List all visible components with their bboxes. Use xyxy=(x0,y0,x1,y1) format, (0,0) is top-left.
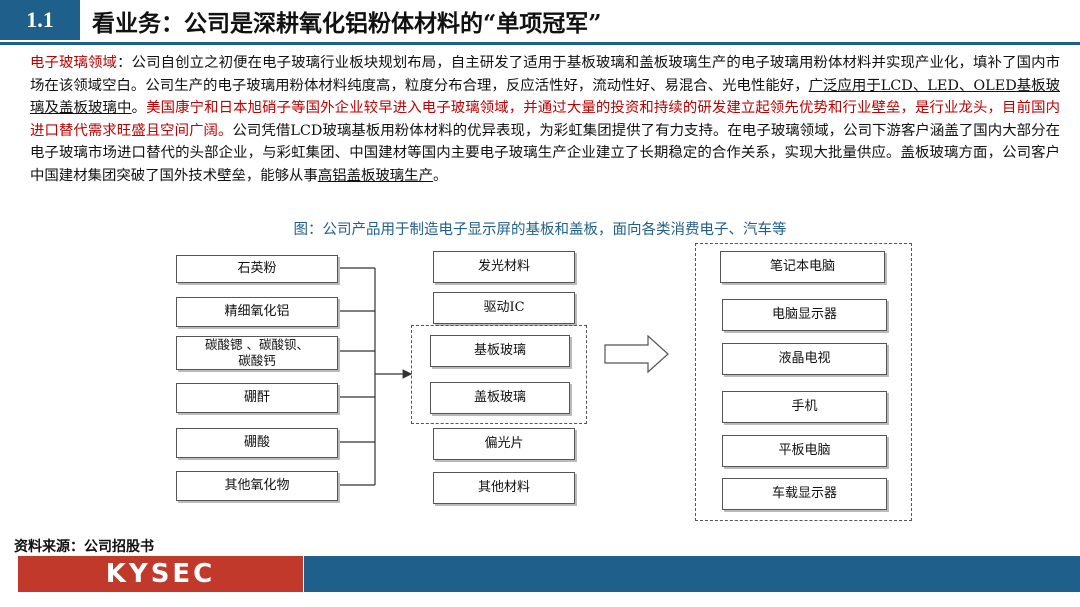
application-label: 液晶电视 xyxy=(778,351,831,366)
header-divider xyxy=(0,42,1080,45)
para-text-2: 。 xyxy=(131,100,147,117)
input-box: 精细氧化铝 xyxy=(176,297,338,327)
application-box: 平板电脑 xyxy=(722,435,887,467)
input-box: 其他氧化物 xyxy=(176,471,338,501)
input-label: 硼酸 xyxy=(243,435,270,450)
flow-arrow xyxy=(604,334,669,374)
input-label: 硼酐 xyxy=(243,390,270,405)
component-label: 盖板玻璃 xyxy=(473,390,526,405)
input-box: 硼酸 xyxy=(176,428,338,458)
application-label: 车载显示器 xyxy=(771,486,837,501)
input-box: 硼酐 xyxy=(176,383,338,413)
page-title: 看业务：公司是深耕氧化铝粉体材料的“单项冠军” xyxy=(92,10,602,37)
para-text-3: 公司凭借LCD玻璃基板用粉体材料的优异表现，为彩虹集团提供了有力支持。在电子玻璃… xyxy=(30,122,1060,184)
component-label: 驱动IC xyxy=(483,300,525,315)
component-box: 驱动IC xyxy=(433,292,575,324)
source-note: 资料来源：公司招股书 xyxy=(14,539,154,555)
component-label: 基板玻璃 xyxy=(473,343,526,358)
glass-group-frame xyxy=(411,325,587,424)
application-label: 手机 xyxy=(791,399,818,414)
para-underline-1: 广泛应用于LCD、LED、OLED基板玻璃及盖板玻璃中 xyxy=(30,77,1060,117)
component-box: 其他材料 xyxy=(433,472,575,504)
substrate-glass-box: 基板玻璃 xyxy=(430,335,570,367)
input-label: 碳酸锶 、碳酸钡、 碳酸钙 xyxy=(205,337,309,368)
cover-glass-box: 盖板玻璃 xyxy=(430,382,570,414)
lead-term: 电子玻璃领域 xyxy=(30,55,118,71)
input-label: 石英粉 xyxy=(237,261,277,276)
para-text-4: 。 xyxy=(432,167,448,184)
application-label: 笔记本电脑 xyxy=(769,259,835,274)
component-box: 发光材料 xyxy=(433,251,575,283)
section-number: 1.1 xyxy=(0,0,80,40)
component-label: 发光材料 xyxy=(477,259,530,274)
component-label: 偏光片 xyxy=(484,436,524,451)
application-box: 车载显示器 xyxy=(722,478,887,510)
input-label: 精细氧化铝 xyxy=(224,304,290,319)
application-box: 液晶电视 xyxy=(722,343,887,375)
application-box: 电脑显示器 xyxy=(722,299,887,331)
application-box: 手机 xyxy=(722,391,887,423)
application-label: 平板电脑 xyxy=(778,443,831,458)
component-label: 其他材料 xyxy=(477,480,530,495)
component-box: 偏光片 xyxy=(433,428,575,460)
kysec-logo: KYSEC xyxy=(18,556,303,592)
para-text-1: ：公司自创立之初便在电子玻璃行业板块规划布局，自主研发了适用于基板玻璃和盖板玻璃… xyxy=(30,55,1060,94)
applications-frame xyxy=(695,243,912,521)
body-paragraph: 电子玻璃领域：公司自创立之初便在电子玻璃行业板块规划布局，自主研发了适用于基板玻… xyxy=(30,52,1060,188)
input-box: 石英粉 xyxy=(176,255,338,283)
input-box: 碳酸锶 、碳酸钡、 碳酸钙 xyxy=(176,336,338,370)
para-red-highlight: 美国康宁和日本旭硝子等国外企业较早进入电子玻璃领域，并通过大量的投资和持续的研发… xyxy=(30,100,1060,139)
para-underline-2: 高铝盖板玻璃生产 xyxy=(317,167,433,184)
figure-caption: 图：公司产品用于制造电子显示屏的基板和盖板，面向各类消费电子、汽车等 xyxy=(293,222,787,238)
application-box: 笔记本电脑 xyxy=(720,251,885,283)
input-label: 其他氧化物 xyxy=(224,478,290,493)
application-label: 电脑显示器 xyxy=(771,307,837,322)
footer-bar xyxy=(304,556,1080,592)
